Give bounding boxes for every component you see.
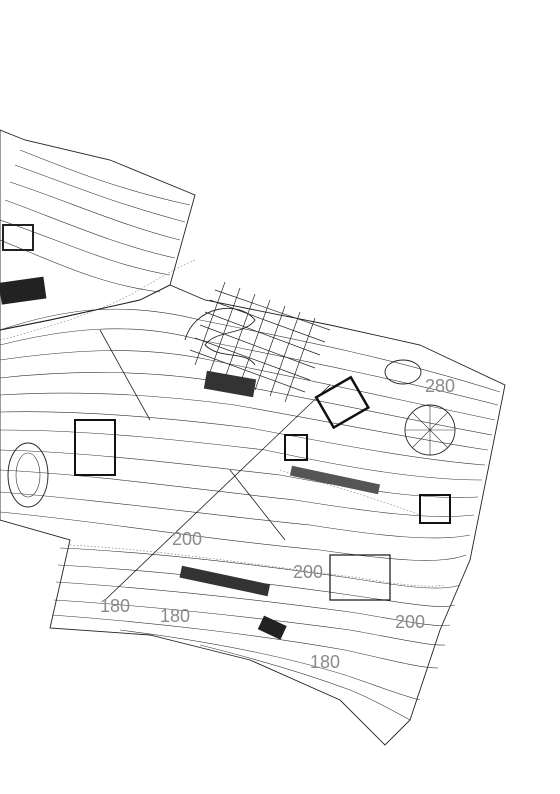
circular-features bbox=[7, 307, 456, 508]
contour-label-280: 280 bbox=[425, 376, 455, 396]
buildings bbox=[0, 224, 451, 640]
contour-label-200-c: 200 bbox=[395, 612, 425, 632]
contour-label-200-a: 200 bbox=[172, 529, 202, 549]
grid-overlay bbox=[189, 281, 331, 403]
contour-lines bbox=[0, 149, 501, 721]
contour-label-200-b: 200 bbox=[293, 562, 323, 582]
contour-label-180-c: 180 bbox=[310, 652, 340, 672]
contour-labels: 280 200 200 180 180 200 180 bbox=[100, 376, 455, 672]
sheet-outline-main bbox=[0, 284, 506, 746]
construction-lines bbox=[99, 329, 331, 601]
contour-label-180-a: 180 bbox=[100, 596, 130, 616]
contour-label-180-b: 180 bbox=[160, 606, 190, 626]
